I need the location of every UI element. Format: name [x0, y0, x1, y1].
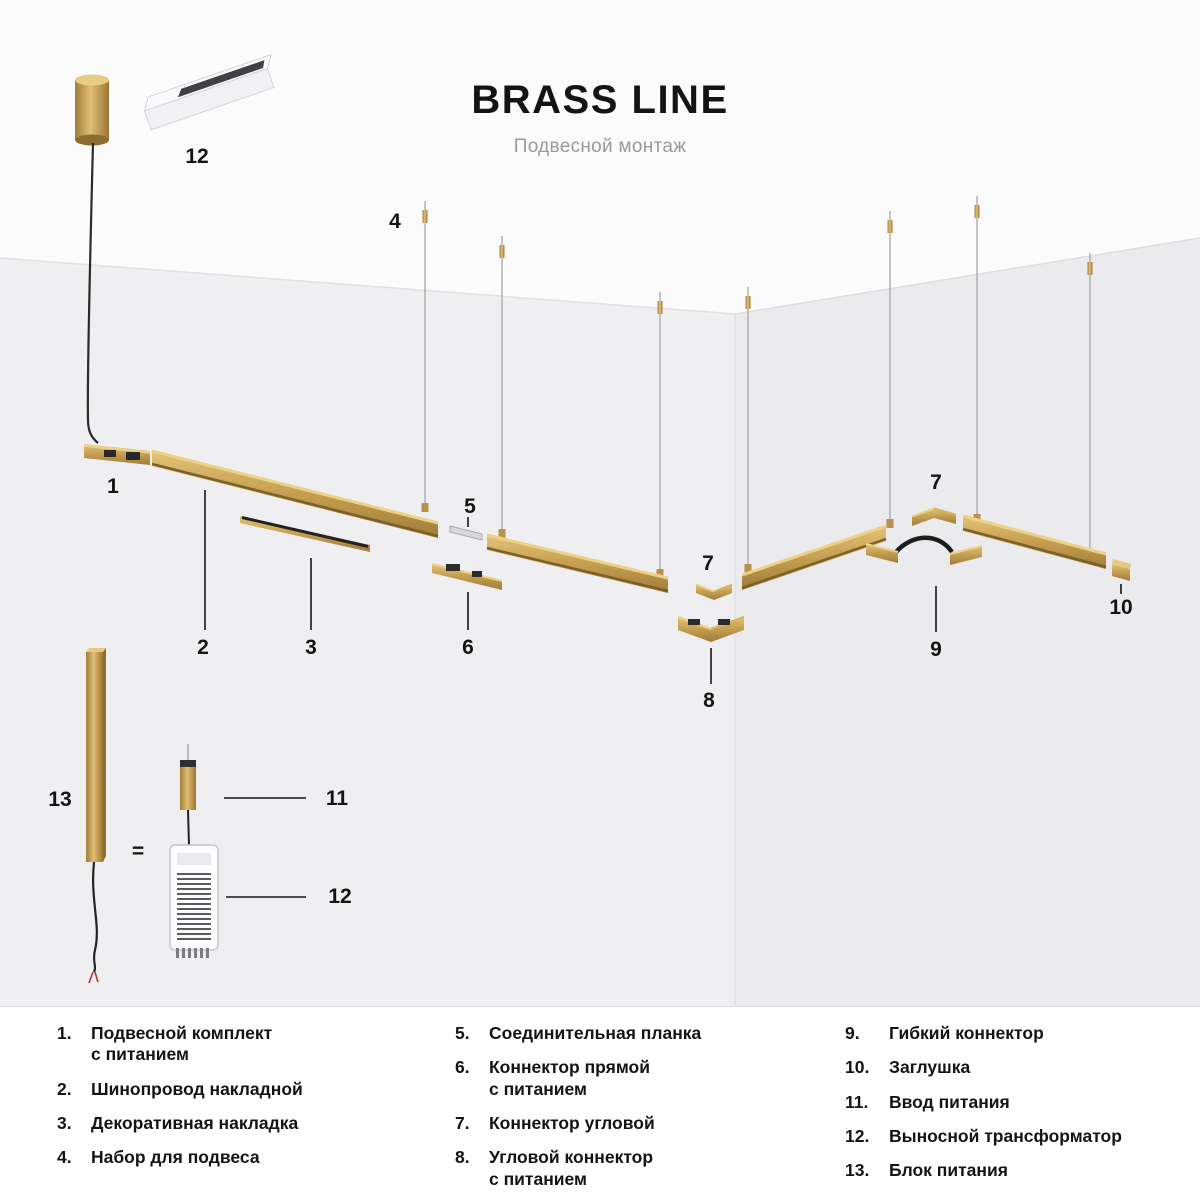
legend-item-number: 5.	[455, 1023, 470, 1043]
legend-item-4: 4. Набор для подвеса	[57, 1147, 437, 1168]
legend-item-7: 7. Коннектор угловой	[455, 1113, 835, 1134]
legend-item-11: 11. Ввод питания	[845, 1092, 1195, 1113]
corner-connector-power-part	[677, 615, 745, 642]
diagram-label-3: 3	[305, 636, 317, 659]
suspension-cables	[421, 196, 1094, 578]
diagram-label-12-transformer: 12	[328, 885, 352, 908]
track-section-mid	[486, 533, 669, 593]
legend-item-label: Декоративная накладка	[91, 1113, 299, 1134]
legend-item-label: Выносной трансформатор	[889, 1126, 1122, 1147]
corner-connector-center-part	[695, 583, 733, 600]
legend-item-label: Шинопровод накладной	[91, 1078, 303, 1099]
legend-item-number: 12.	[845, 1126, 870, 1147]
legend-item-9: 9. Гибкий коннектор	[845, 1023, 1195, 1044]
legend-item-8: 8. Угловой коннектор с питанием	[455, 1147, 835, 1190]
legend-item-label: Ввод питания	[889, 1091, 1010, 1112]
legend-column-3: 9. Гибкий коннектор 10. Заглушка 11. Вво…	[845, 1023, 1195, 1195]
legend-item-10: 10. Заглушка	[845, 1057, 1195, 1078]
legend-item-label: Гибкий коннектор	[889, 1023, 1044, 1043]
diagram-label-7-right: 7	[930, 471, 942, 494]
legend-item-number: 13.	[845, 1160, 870, 1181]
ceiling-mount-cylinder	[75, 74, 109, 146]
suspension-cable	[498, 236, 506, 538]
legend-item-label: Набор для подвеса	[91, 1147, 260, 1168]
connector-plate-part	[449, 525, 483, 541]
legend-item-number: 6.	[455, 1057, 470, 1078]
legend-item-13: 13. Блок питания	[845, 1160, 1195, 1181]
power-supply-part	[86, 648, 106, 984]
suspension-cable	[886, 211, 894, 528]
right-wall	[735, 238, 1200, 1006]
diagram-label-4: 4	[389, 210, 401, 233]
diagram-label-11: 11	[325, 787, 349, 810]
page-title: BRASS LINE	[471, 78, 729, 122]
legend-item-label: Коннектор угловой	[489, 1113, 655, 1134]
page-subtitle: Подвесной монтаж	[513, 136, 687, 157]
legend-item-label: Коннектор прямой с питанием	[489, 1057, 650, 1099]
legend-item-number: 11.	[845, 1091, 869, 1112]
header: BRASS LINE Подвесной монтаж	[0, 0, 1200, 158]
legend-item-number: 9.	[845, 1023, 860, 1043]
legend-item-number: 4.	[57, 1147, 72, 1168]
left-wall	[0, 258, 735, 1006]
track-section-right-a	[741, 524, 887, 590]
legend-item-label: Угловой коннектор с питанием	[489, 1147, 654, 1189]
legend-item-2: 2. Шинопровод накладной	[57, 1079, 437, 1100]
legend-item-12: 12. Выносной трансформатор	[845, 1126, 1195, 1147]
legend-column-1: 1. Подвесной комплект с питанием 2. Шино…	[57, 1023, 437, 1182]
legend-item-number: 8.	[455, 1147, 470, 1168]
legend-item-number: 1.	[57, 1023, 72, 1043]
power-input-part	[180, 744, 196, 846]
legend-item-5: 5. Соединительная планка	[455, 1023, 835, 1044]
suspension-cable	[421, 201, 429, 512]
power-feed-part	[83, 444, 151, 465]
legend-item-label: Блок питания	[889, 1160, 1008, 1181]
end-cap-part	[1112, 559, 1131, 581]
legend-item-number: 7.	[455, 1113, 470, 1134]
equals-sign: =	[131, 840, 145, 863]
legend: 1. Подвесной комплект с питанием 2. Шино…	[0, 1006, 1200, 1200]
suspension-cable	[656, 292, 664, 578]
diagram-label-13: 13	[48, 788, 72, 811]
legend-column-2: 5. Соединительная планка 6. Коннектор пр…	[455, 1023, 835, 1200]
legend-item-number: 10.	[845, 1057, 870, 1078]
wall-edges	[0, 237, 1200, 1006]
transformer-part	[169, 844, 219, 958]
diagram-label-10: 10	[1109, 596, 1133, 619]
diagram-label-8: 8	[703, 689, 715, 712]
corner-connector-right-part	[911, 507, 957, 526]
legend-item-label: Подвесной комплект с питанием	[91, 1023, 273, 1065]
diagram-label-9: 9	[930, 638, 942, 661]
track-section-right-b	[962, 514, 1107, 569]
legend-item-number: 2.	[57, 1078, 72, 1099]
legend-item-3: 3. Декоративная накладка	[57, 1113, 437, 1134]
diagram-label-6: 6	[462, 636, 474, 659]
diagram-label-12-mount: 12	[185, 145, 209, 168]
flexible-connector-part	[865, 535, 983, 565]
ceiling-plane	[0, 0, 1200, 314]
mount-cable	[86, 142, 99, 444]
callout-lines	[204, 490, 1122, 898]
diagram-label-2: 2	[197, 636, 209, 659]
decorative-cover-part	[240, 516, 370, 552]
legend-item-number: 3.	[57, 1113, 72, 1134]
track-section-left	[151, 449, 439, 538]
straight-connector-part	[431, 563, 503, 590]
diagram-label-5: 5	[464, 495, 476, 518]
diagram-label-1: 1	[107, 475, 119, 498]
recessed-profile	[143, 53, 275, 131]
legend-item-label: Заглушка	[889, 1057, 971, 1078]
legend-item-1: 1. Подвесной комплект с питанием	[57, 1023, 437, 1066]
legend-item-label: Соединительная планка	[489, 1023, 702, 1043]
legend-item-6: 6. Коннектор прямой с питанием	[455, 1057, 835, 1100]
diagram-label-7-center: 7	[702, 552, 714, 575]
suspension-cable	[744, 287, 752, 573]
